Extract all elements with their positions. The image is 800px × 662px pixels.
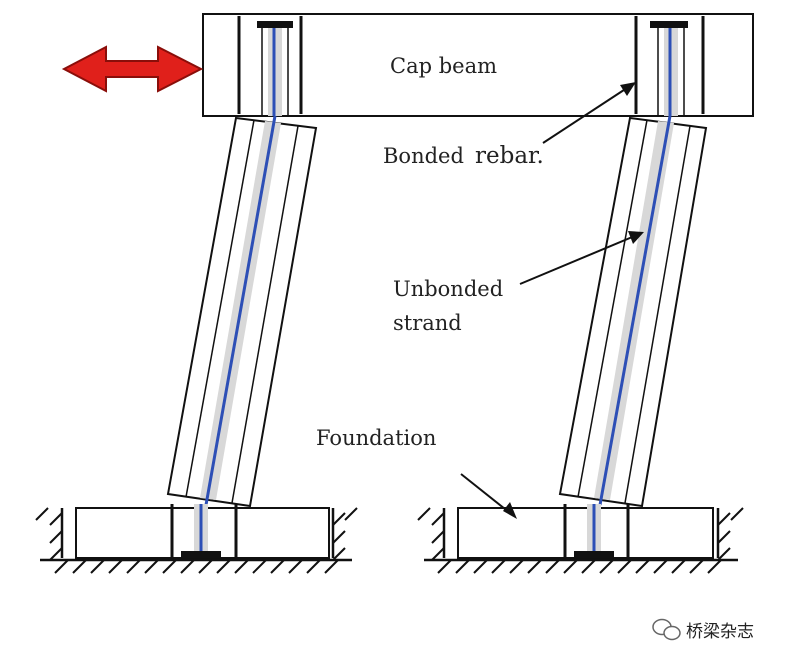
bonded-rebar-leader — [542, 85, 631, 144]
anchor-plate-bottom-left — [181, 551, 221, 558]
cap-beam: Cap beam — [202, 13, 754, 117]
cap-beam-label: Cap beam — [390, 54, 497, 78]
wechat-icon — [652, 618, 681, 641]
unbonded-strand-label-line2: strand — [393, 311, 462, 335]
anchor-plate-top-left — [257, 21, 293, 28]
foundation-leader — [460, 473, 511, 514]
watermark: 桥梁杂志 — [652, 618, 754, 642]
unbonded-strand-right — [598, 115, 672, 506]
ground-hatch-right — [417, 507, 744, 574]
anchor-plate-top-right — [650, 21, 688, 28]
foundation-callout: Foundation — [316, 426, 517, 519]
bonded-rebar-callout: Bonded rebar. — [383, 82, 636, 169]
arrowhead-icon — [620, 82, 636, 96]
unbonded-strand-callout: Unbonded strand — [393, 231, 644, 335]
arrowhead-icon — [628, 231, 644, 244]
anchor-plate-bottom-right — [574, 551, 614, 558]
right-foundation-block — [457, 507, 714, 559]
arrowhead-icon — [503, 502, 517, 519]
cap-beam-outline — [202, 13, 754, 117]
left-column — [166, 115, 318, 508]
right-foundation — [417, 504, 744, 574]
double-headed-arrow-icon — [61, 45, 204, 93]
unbonded-strand-label-line1: Unbonded — [393, 277, 503, 301]
unbonded-strand-left — [204, 115, 277, 506]
unbonded-strand-leader — [519, 234, 638, 285]
left-foundation — [35, 504, 358, 574]
watermark-text: 桥梁杂志 — [686, 622, 754, 642]
ground-hatch-left — [35, 507, 358, 574]
bonded-rebar-label: Bonded rebar. — [383, 143, 544, 169]
right-column — [558, 115, 708, 508]
foundation-label: Foundation — [316, 426, 436, 450]
